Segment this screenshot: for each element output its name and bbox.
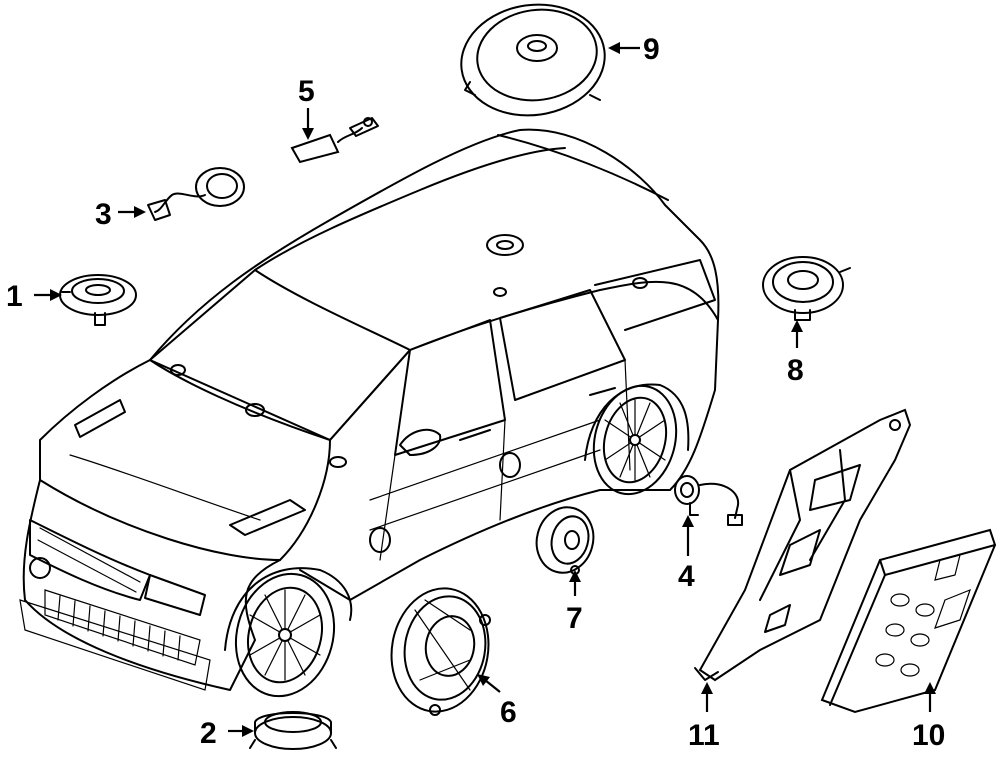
callout-5: 5 [298,75,315,108]
rear-speaker-icon [762,256,851,321]
callout-2: 2 [200,717,217,750]
callout-8: 8 [787,354,804,387]
wiring-harness-icon [674,475,743,526]
woofer-speaker-icon [390,587,491,716]
amplifier-module-icon [820,528,997,714]
subwoofer-speaker-icon [460,3,606,117]
callout-9: 9 [643,33,660,66]
mounting-bracket-icon [694,408,912,682]
callout-arrows [34,42,936,737]
callout-11: 11 [688,719,720,752]
callout-1: 1 [6,280,23,313]
vehicle-illustration [19,128,720,698]
callout-6: 6 [500,696,517,729]
callout-4: 4 [678,560,695,593]
callout-10: 10 [912,719,945,752]
callout-7: 7 [566,602,583,635]
connector-harness-icon [290,117,379,164]
callout-3: 3 [95,198,112,231]
door-speaker-icon [535,506,595,575]
round-speaker-icon [249,711,337,750]
callout-labels: 1 2 3 4 5 6 7 8 9 10 11 [6,33,945,752]
tweeter-speaker-icon [59,274,137,326]
speaker-with-harness-icon [147,167,245,221]
